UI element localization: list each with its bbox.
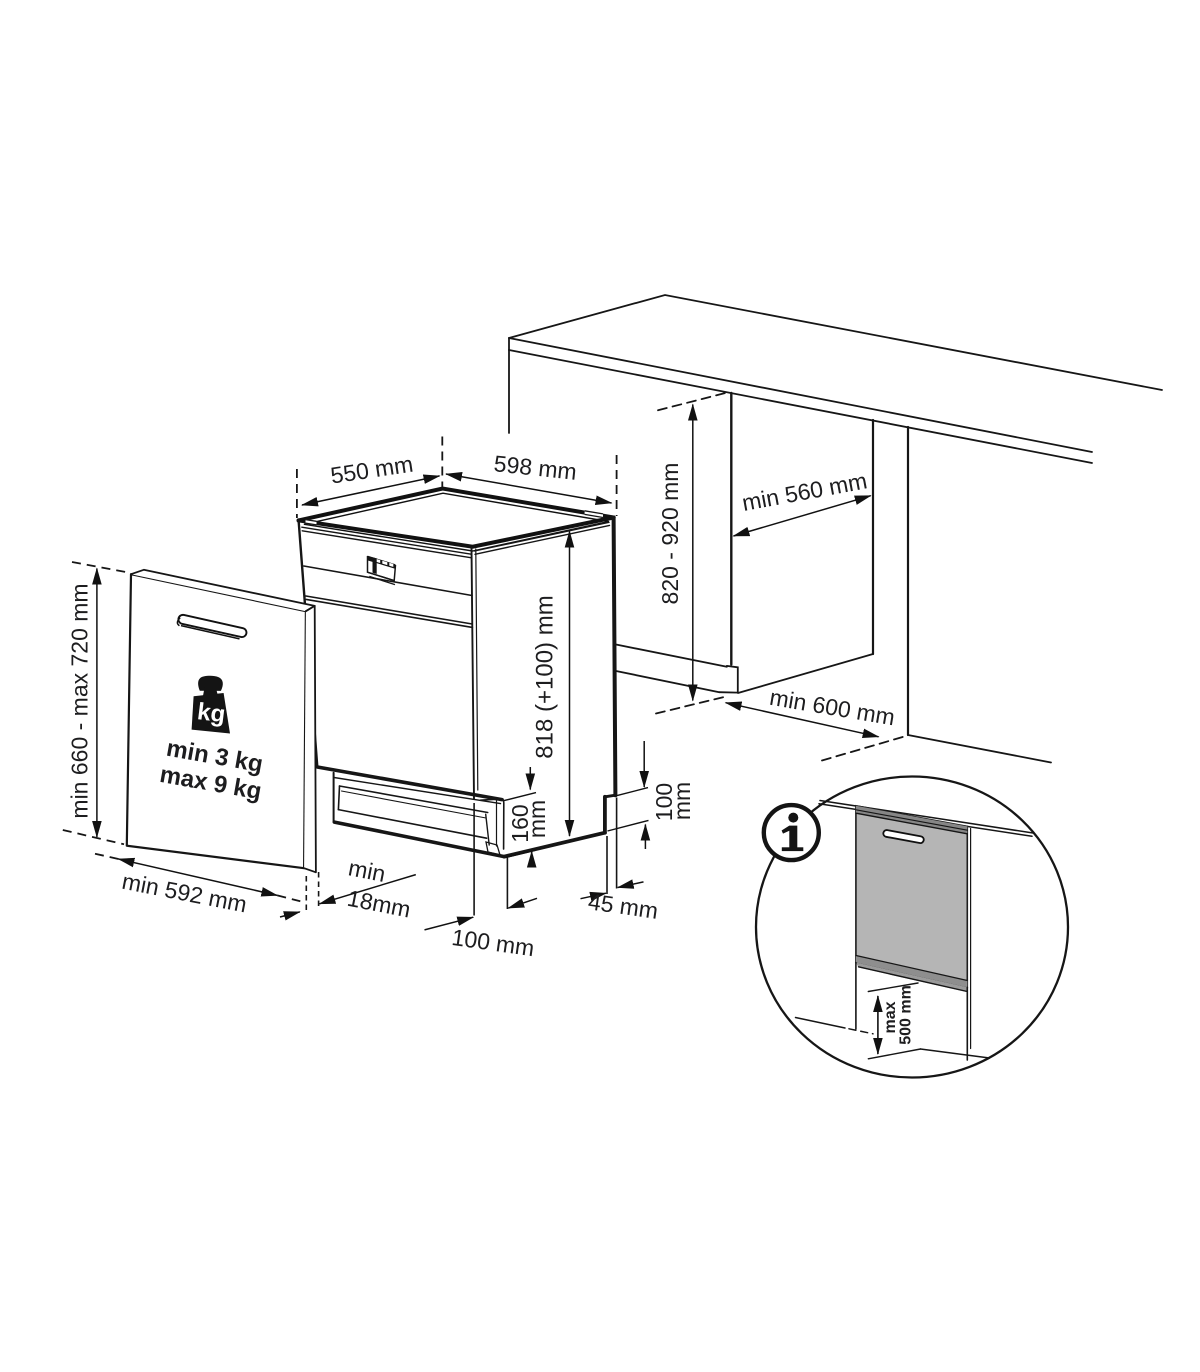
svg-text:mm: mm [524,800,550,838]
svg-text:500 mm: 500 mm [898,985,915,1045]
svg-text:min 660 - max 720 mm: min 660 - max 720 mm [67,583,93,818]
svg-text:max: max [882,1001,899,1033]
svg-text:818 (+100) mm: 818 (+100) mm [532,595,559,758]
svg-text:820 - 920 mm: 820 - 920 mm [657,463,683,605]
svg-text:mm: mm [669,782,695,820]
svg-text:kg: kg [196,698,227,728]
svg-text:100: 100 [651,783,677,821]
svg-text:160: 160 [507,804,533,842]
